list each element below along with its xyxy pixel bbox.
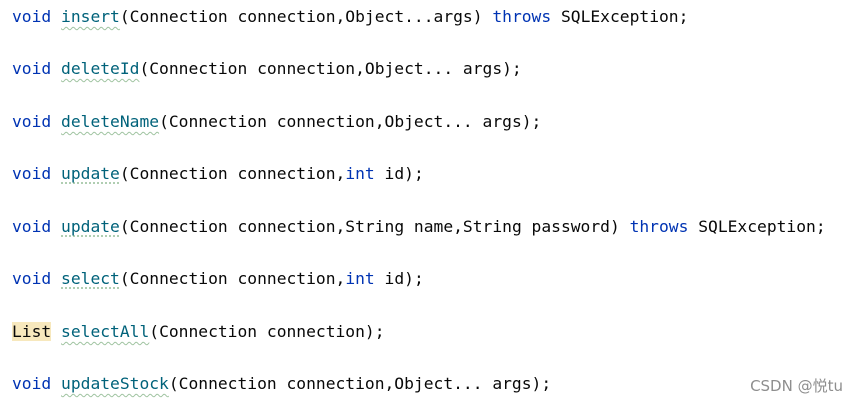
code-line-update-name[interactable]: void update(Connection connection,String…	[12, 216, 826, 238]
params: (Connection connection,Object...args)	[119, 7, 493, 26]
exception-type: SQLException;	[688, 217, 826, 236]
method-name-insert[interactable]: insert	[61, 7, 120, 26]
params: (Connection connection,Object... args);	[159, 112, 542, 131]
code-line-select[interactable]: void select(Connection connection,int id…	[12, 268, 424, 290]
return-type-list[interactable]: List	[12, 322, 52, 341]
params-end: id);	[374, 269, 424, 288]
params: (Connection connection);	[149, 322, 385, 341]
code-line-update-id[interactable]: void update(Connection connection,int id…	[12, 163, 424, 185]
code-line-updateStock[interactable]: void updateStock(Connection connection,O…	[12, 373, 551, 395]
method-name-select[interactable]: select	[61, 269, 120, 288]
return-type: void	[12, 59, 52, 78]
params: (Connection connection,	[119, 164, 346, 183]
params: (Connection connection,Object... args);	[168, 374, 552, 393]
code-line-selectAll[interactable]: List selectAll(Connection connection);	[12, 321, 385, 343]
csdn-watermark: CSDN @悦tu	[750, 377, 843, 395]
code-line-insert[interactable]: void insert(Connection connection,Object…	[12, 6, 688, 28]
return-type: void	[12, 269, 52, 288]
method-name-deleteId[interactable]: deleteId	[61, 59, 140, 78]
return-type: void	[12, 164, 52, 183]
code-line-deleteName[interactable]: void deleteName(Connection connection,Ob…	[12, 111, 541, 133]
exception-type: SQLException;	[551, 7, 689, 26]
return-type: void	[12, 217, 52, 236]
method-name-selectAll[interactable]: selectAll	[61, 322, 150, 341]
method-name-deleteName[interactable]: deleteName	[61, 112, 160, 131]
method-name-updateStock[interactable]: updateStock	[61, 374, 169, 393]
method-name-update[interactable]: update	[61, 217, 120, 236]
params: (Connection connection,Object... args);	[139, 59, 522, 78]
throws-keyword: throws	[492, 7, 552, 26]
params: (Connection connection,	[119, 269, 346, 288]
params: (Connection connection,String name,Strin…	[119, 217, 630, 236]
method-name-update[interactable]: update	[61, 164, 120, 183]
return-type: void	[12, 374, 52, 393]
params-end: id);	[374, 164, 424, 183]
code-line-deleteId[interactable]: void deleteId(Connection connection,Obje…	[12, 58, 522, 80]
return-type: void	[12, 7, 52, 26]
return-type: void	[12, 112, 52, 131]
throws-keyword: throws	[629, 217, 689, 236]
int-keyword: int	[345, 164, 375, 183]
int-keyword: int	[345, 269, 375, 288]
